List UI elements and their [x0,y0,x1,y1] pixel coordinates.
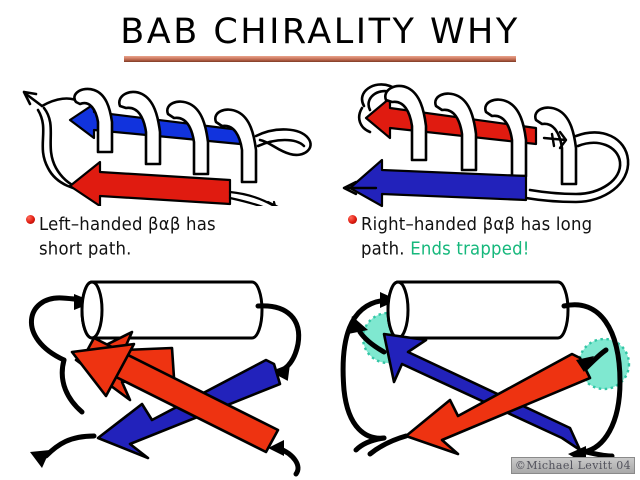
ends-trapped-callout: Ends trapped! [410,238,530,259]
arrowhead-trapped-left [348,316,368,334]
bullet-left-handed: Left–handed βαβ has short path. [26,212,316,259]
arrowhead-trapped-right [576,356,594,372]
long-crossover-loop [524,131,630,204]
bullet-dot-icon [348,215,357,224]
copyright-watermark-text: ©Michael Levitt 04 [514,459,632,472]
c-terminus-arrow [342,180,378,196]
bullet-dot-icon [26,215,35,224]
arrowhead-into-blue-strand [270,363,290,381]
bullet-right-handed-text: Right–handed βαβ has long path. Ends trap… [361,212,640,261]
arrowhead-chain-terminus [30,450,50,468]
alpha-helix-coil [73,87,258,184]
alpha-helix-cylinder [386,280,570,340]
bullet-right-handed-line1: Right–handed βαβ has long [361,214,593,235]
bullet-left-handed-text: Left–handed βαβ has short path. [39,214,216,259]
right-handed-bab-ribbon [342,83,630,208]
bullet-right-handed: Right–handed βαβ has long path. Ends trap… [348,212,640,261]
alpha-helix-coil [384,84,578,186]
page-title-text: BAB CHIRALITY WHY [120,12,520,52]
beta-strand-red-arrow [70,330,280,454]
title-underline-rule [124,56,516,62]
page-title: BAB CHIRALITY WHY [0,12,640,52]
left-handed-bab-schematic [29,280,302,477]
alpha-helix-cylinder [80,280,264,340]
right-handed-bab-schematic [340,280,631,464]
beta-strand-blue [348,158,528,208]
left-handed-bab-ribbon [22,87,312,206]
arrowhead-into-red-strand [268,440,284,456]
bullet-right-handed-line2-plain: path. [361,238,411,259]
copyright-watermark: ©Michael Levitt 04 [511,457,635,474]
